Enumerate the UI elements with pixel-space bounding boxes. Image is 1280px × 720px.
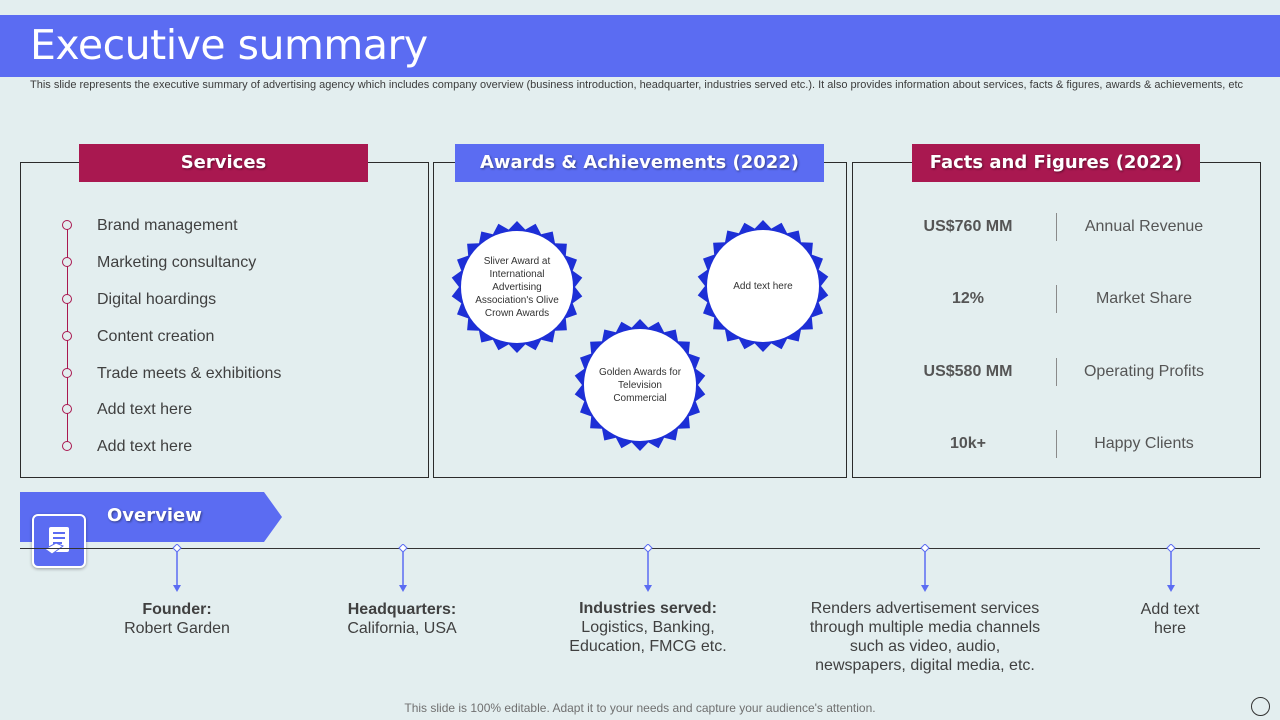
divider bbox=[1056, 285, 1057, 313]
fact-row: 12% Market Share bbox=[853, 284, 1259, 314]
overview-item-placeholder: Add text here bbox=[1140, 601, 1200, 637]
service-item: Marketing consultancy bbox=[62, 253, 256, 273]
service-item: Trade meets & exhibitions bbox=[62, 364, 281, 384]
award-badge: Golden Awards for Television Commercial bbox=[573, 318, 707, 452]
timeline-marker bbox=[1166, 544, 1176, 592]
services-panel bbox=[20, 162, 429, 478]
page-title: Executive summary bbox=[30, 21, 428, 69]
bullet-circle-icon bbox=[62, 293, 72, 304]
services-heading: Services bbox=[79, 144, 368, 182]
timeline-marker bbox=[398, 544, 408, 592]
circle-icon bbox=[1251, 697, 1270, 716]
divider bbox=[1056, 358, 1057, 386]
service-item: Add text here bbox=[62, 437, 192, 457]
awards-heading: Awards & Achievements (2022) bbox=[455, 144, 824, 182]
fact-value: 12% bbox=[951, 290, 985, 307]
timeline-marker bbox=[920, 544, 930, 592]
service-item: Brand management bbox=[62, 216, 238, 236]
fact-value: 10k+ bbox=[949, 435, 987, 452]
bullet-circle-icon bbox=[62, 403, 72, 414]
overview-item-founder: Founder: Robert Garden bbox=[124, 601, 230, 637]
service-item: Content creation bbox=[62, 327, 214, 347]
divider bbox=[1056, 213, 1057, 241]
bullet-circle-icon bbox=[62, 330, 72, 341]
overview-item-headquarters: Headquarters: California, USA bbox=[347, 601, 457, 637]
award-badge: Sliver Award at International Advertisin… bbox=[450, 220, 584, 354]
footer-note: This slide is 100% editable. Adapt it to… bbox=[404, 701, 876, 715]
bullet-circle-icon bbox=[62, 367, 72, 378]
title-bar: Executive summary bbox=[0, 15, 1280, 77]
overview-item-industries: Industries served: Logistics, Banking, E… bbox=[569, 600, 727, 655]
service-item: Add text here bbox=[62, 400, 192, 420]
overview-item-services: Renders advertisement services through m… bbox=[809, 600, 1041, 674]
bullet-circle-icon bbox=[62, 219, 72, 230]
fact-row: 10k+ Happy Clients bbox=[853, 429, 1259, 459]
award-badge: Add text here bbox=[696, 219, 830, 353]
seal-icon bbox=[574, 319, 706, 451]
timeline-marker bbox=[172, 544, 182, 592]
fact-value: US$580 MM bbox=[923, 363, 1013, 380]
fact-label: Market Share bbox=[1095, 290, 1193, 307]
fact-label: Annual Revenue bbox=[1084, 218, 1204, 235]
fact-label: Happy Clients bbox=[1094, 435, 1194, 452]
seal-icon bbox=[697, 220, 829, 352]
overview-timeline bbox=[20, 548, 1260, 549]
seal-icon bbox=[451, 221, 583, 353]
fact-label: Operating Profits bbox=[1083, 363, 1205, 380]
facts-heading: Facts and Figures (2022) bbox=[912, 144, 1200, 182]
bullet-circle-icon bbox=[62, 440, 72, 451]
divider bbox=[1056, 430, 1057, 458]
fact-row: US$580 MM Operating Profits bbox=[853, 357, 1259, 387]
fact-row: US$760 MM Annual Revenue bbox=[853, 212, 1259, 242]
timeline-marker bbox=[643, 544, 653, 592]
fact-value: US$760 MM bbox=[923, 218, 1013, 235]
bullet-circle-icon bbox=[62, 256, 72, 267]
document-icon bbox=[32, 514, 86, 568]
overview-heading: Overview bbox=[107, 505, 202, 526]
service-item: Digital hoardings bbox=[62, 290, 216, 310]
slide-description: This slide represents the executive summ… bbox=[30, 79, 1244, 91]
